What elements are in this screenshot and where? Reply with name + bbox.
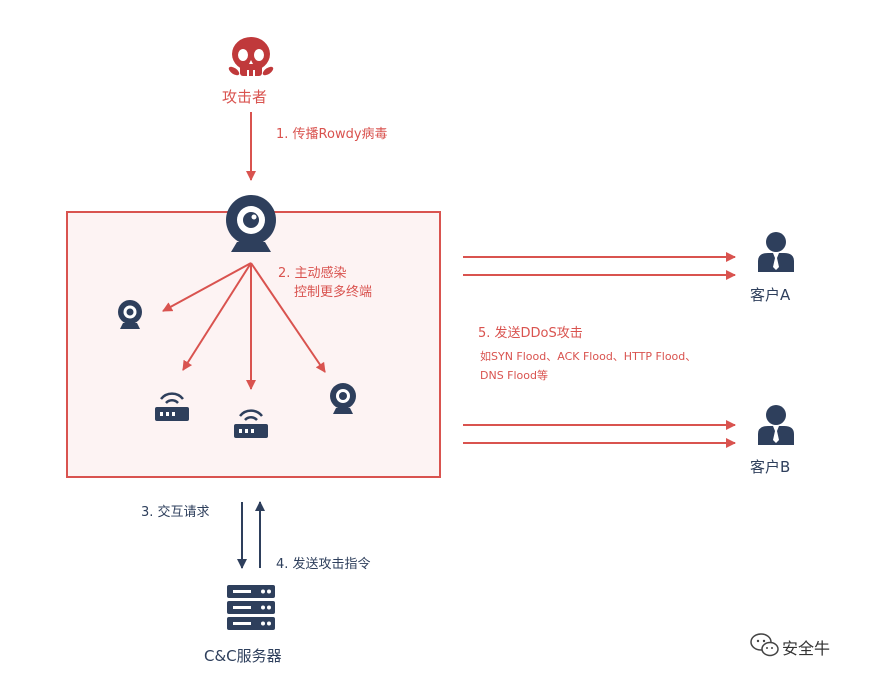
spread-arrows: [162, 262, 326, 390]
server-icon: [227, 585, 275, 630]
skull-icon: [228, 37, 274, 76]
webcam-icon: [118, 300, 142, 329]
step5-detail-line2: DNS Flood等: [480, 369, 549, 382]
attacker-label: 攻击者: [222, 88, 268, 106]
arrow-to-device-2: [182, 262, 252, 371]
ddos-arrows: [463, 252, 736, 448]
step3-label: 3. 交互请求: [141, 505, 210, 520]
user-icon: [758, 232, 794, 272]
cnc-server-label: C&C服务器: [204, 647, 282, 665]
router-icon: [155, 392, 189, 421]
step5-label: 5. 发送DDoS攻击: [478, 326, 583, 341]
arrow-to-device-1: [162, 262, 252, 312]
router-icon: [234, 409, 268, 438]
step5-detail-line1: 如SYN Flood、ACK Flood、HTTP Flood、: [480, 350, 697, 363]
step1-label: 1. 传播Rowdy病毒: [276, 127, 388, 142]
client-a-label: 客户A: [750, 286, 791, 304]
user-icon: [758, 405, 794, 445]
step2-label-line2: 控制更多终端: [294, 285, 373, 300]
webcam-icon: [226, 195, 276, 252]
step4-label: 4. 发送攻击指令: [276, 557, 371, 572]
client-b-label: 客户B: [750, 458, 791, 476]
arrow-to-device-4: [250, 262, 326, 373]
watermark-text: 安全牛: [782, 639, 831, 658]
wechat-icon: [750, 633, 779, 657]
step2-label-line1: 2. 主动感染: [278, 266, 347, 281]
webcam-icon: [330, 383, 356, 414]
